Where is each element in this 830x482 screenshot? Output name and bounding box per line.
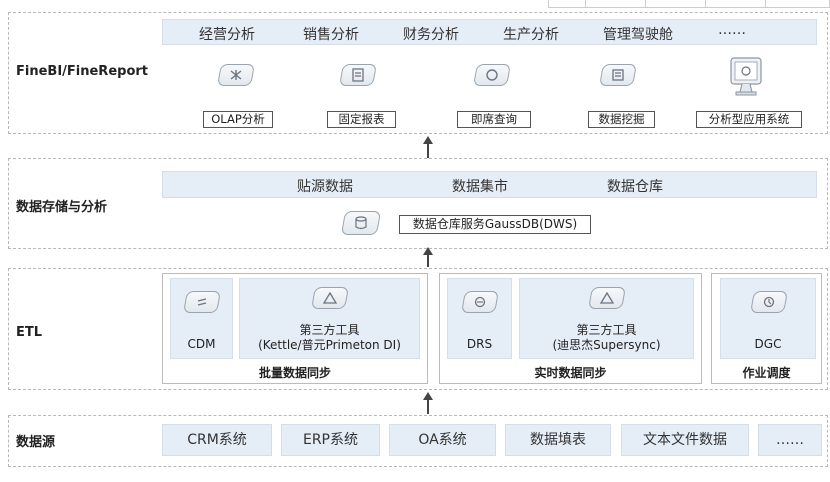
- drs-icon: [461, 291, 499, 313]
- analytic-app-tag: 分析型应用系统: [696, 111, 802, 128]
- source-item: ……: [758, 424, 822, 456]
- dgc-icon: [750, 291, 788, 313]
- database-icon: [340, 211, 382, 235]
- scenario-item: 管理驾驶舱: [603, 27, 673, 43]
- dgc-label: DGC: [754, 337, 782, 351]
- flow-arrow: [421, 247, 435, 267]
- storage-item: 数据集市: [452, 179, 508, 195]
- app-layer-label: FineBI/FineReport: [16, 64, 148, 79]
- source-item: ERP系统: [281, 424, 380, 456]
- batch-sync-group: CDM 第三方工具 (Kettle/普元Primeton DI) 批量数据同步: [162, 273, 428, 384]
- mining-tag: 数据挖掘: [588, 111, 655, 128]
- third-party-icon: [311, 287, 349, 309]
- flow-arrow: [421, 136, 435, 158]
- kettle-tool: 第三方工具 (Kettle/普元Primeton DI): [239, 278, 420, 359]
- storage-layer-label: 数据存储与分析: [16, 200, 108, 215]
- third-party-icon: [588, 287, 626, 309]
- kettle-sub-label: (Kettle/普元Primeton DI): [258, 338, 401, 352]
- olap-tag: OLAP分析: [203, 111, 273, 128]
- realtime-sync-label: 实时数据同步: [534, 366, 607, 380]
- cdm-tool: CDM: [170, 278, 233, 359]
- query-icon: [473, 64, 511, 86]
- query-tag: 即席查询: [457, 111, 531, 128]
- mining-icon: [599, 64, 637, 86]
- kettle-label: 第三方工具: [299, 323, 360, 337]
- scenario-item: 经营分析: [199, 27, 255, 43]
- top-table-fragment: [548, 0, 830, 8]
- cdm-icon: [183, 291, 221, 313]
- supersync-label: 第三方工具: [576, 323, 637, 337]
- job-scheduling-label: 作业调度: [742, 366, 791, 380]
- report-icon: [339, 64, 377, 86]
- scenario-band: 经营分析 销售分析 财务分析 生产分析 管理驾驶舱 ……: [162, 19, 817, 45]
- cdm-label: CDM: [187, 337, 216, 351]
- realtime-sync-group: DRS 第三方工具 (迪思杰Supersync) 实时数据同步: [439, 273, 702, 384]
- flow-arrow: [421, 392, 435, 414]
- report-tag: 固定报表: [327, 111, 396, 128]
- scenario-item: 销售分析: [303, 27, 359, 43]
- etl-layer-label: ETL: [16, 325, 43, 340]
- storage-item: 贴源数据: [297, 179, 353, 195]
- storage-item: 数据仓库: [607, 179, 663, 195]
- drs-label: DRS: [466, 337, 493, 351]
- monitor-icon: [728, 56, 764, 98]
- source-layer-label: 数据源: [16, 435, 56, 450]
- scenario-item: 财务分析: [403, 27, 459, 43]
- dgc-tool: DGC: [720, 278, 816, 359]
- source-item: 数据填表: [505, 424, 611, 456]
- job-scheduling-group: DGC 作业调度: [711, 273, 822, 384]
- scenario-item: 生产分析: [503, 27, 559, 43]
- olap-icon: [217, 64, 255, 86]
- scenario-item: ……: [718, 22, 746, 38]
- supersync-tool: 第三方工具 (迪思杰Supersync): [519, 278, 694, 359]
- drs-tool: DRS: [447, 278, 512, 359]
- storage-band: 贴源数据 数据集市 数据仓库: [162, 171, 817, 198]
- source-item: OA系统: [389, 424, 496, 456]
- dws-service-tag: 数据仓库服务GaussDB(DWS): [399, 215, 591, 234]
- supersync-sub-label: (迪思杰Supersync): [552, 338, 661, 352]
- batch-sync-label: 批量数据同步: [258, 366, 331, 380]
- source-item: 文本文件数据: [621, 424, 749, 456]
- source-item: CRM系统: [162, 424, 272, 456]
